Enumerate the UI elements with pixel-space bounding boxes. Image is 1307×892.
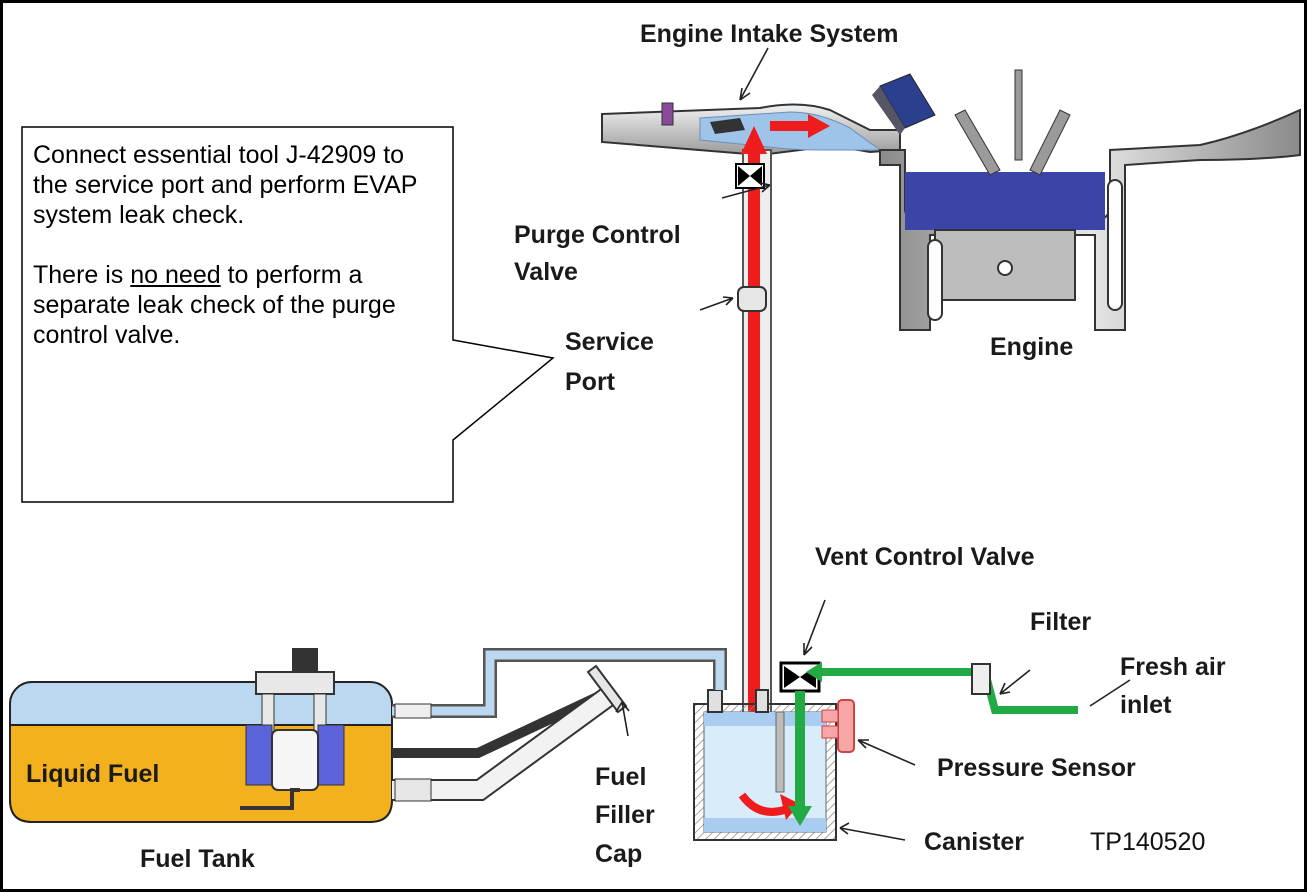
figure-id: TP140520	[1090, 828, 1205, 856]
leader-lines	[615, 47, 1131, 841]
label-purge-control-valve-1: Purge Control	[514, 221, 681, 249]
label-vent-control-valve: Vent Control Valve	[815, 543, 1035, 571]
canister	[693, 689, 837, 841]
callout-p2-pre: There is	[33, 261, 131, 289]
callout-p2-underlined: no need	[130, 261, 221, 289]
engine	[872, 69, 1301, 331]
intake-sensor	[661, 102, 674, 126]
callout-text: Connect essential tool J-42909 to the se…	[33, 140, 433, 350]
label-service-port-1: Service	[565, 328, 654, 356]
label-fuel-tank: Fuel Tank	[140, 845, 255, 873]
callout-paragraph-1: Connect essential tool J-42909 to the se…	[33, 141, 417, 229]
label-fuel-filler-cap-3: Cap	[595, 840, 642, 868]
fresh-air-flow-arrow	[795, 691, 805, 811]
label-canister: Canister	[924, 828, 1024, 856]
service-port	[737, 286, 767, 312]
label-filter: Filter	[1030, 608, 1091, 636]
filler-vent-pipe	[392, 685, 615, 758]
label-fuel-filler-cap-1: Fuel	[595, 763, 646, 791]
callout-paragraph-2: There is no need to perform a separate l…	[33, 260, 433, 350]
purge-flow-arrow-head	[741, 126, 767, 154]
engine-intake-system	[601, 102, 901, 157]
purge-flow-arrow	[748, 150, 760, 742]
callout-box	[21, 126, 555, 503]
label-fresh-air-inlet-2: inlet	[1120, 691, 1172, 719]
filter	[971, 663, 991, 695]
vapor-line	[392, 650, 725, 716]
label-pressure-sensor: Pressure Sensor	[937, 754, 1136, 782]
valve-icon	[735, 163, 765, 189]
fuel-pump-icon	[240, 648, 345, 810]
label-engine-intake-system: Engine Intake System	[640, 20, 898, 48]
label-purge-control-valve-2: Valve	[514, 258, 578, 286]
pressure-sensor	[821, 699, 855, 753]
label-fuel-filler-cap-2: Filler	[595, 801, 655, 829]
callout-p2-post: to perform a separate leak check of the …	[33, 261, 396, 349]
label-liquid-fuel: Liquid Fuel	[26, 760, 159, 788]
intake-flow-arrow	[770, 114, 830, 138]
label-engine: Engine	[990, 333, 1073, 361]
label-service-port-2: Port	[565, 368, 616, 396]
vent-control-valve	[779, 661, 821, 693]
label-fresh-air-inlet-1: Fresh air	[1120, 653, 1226, 681]
